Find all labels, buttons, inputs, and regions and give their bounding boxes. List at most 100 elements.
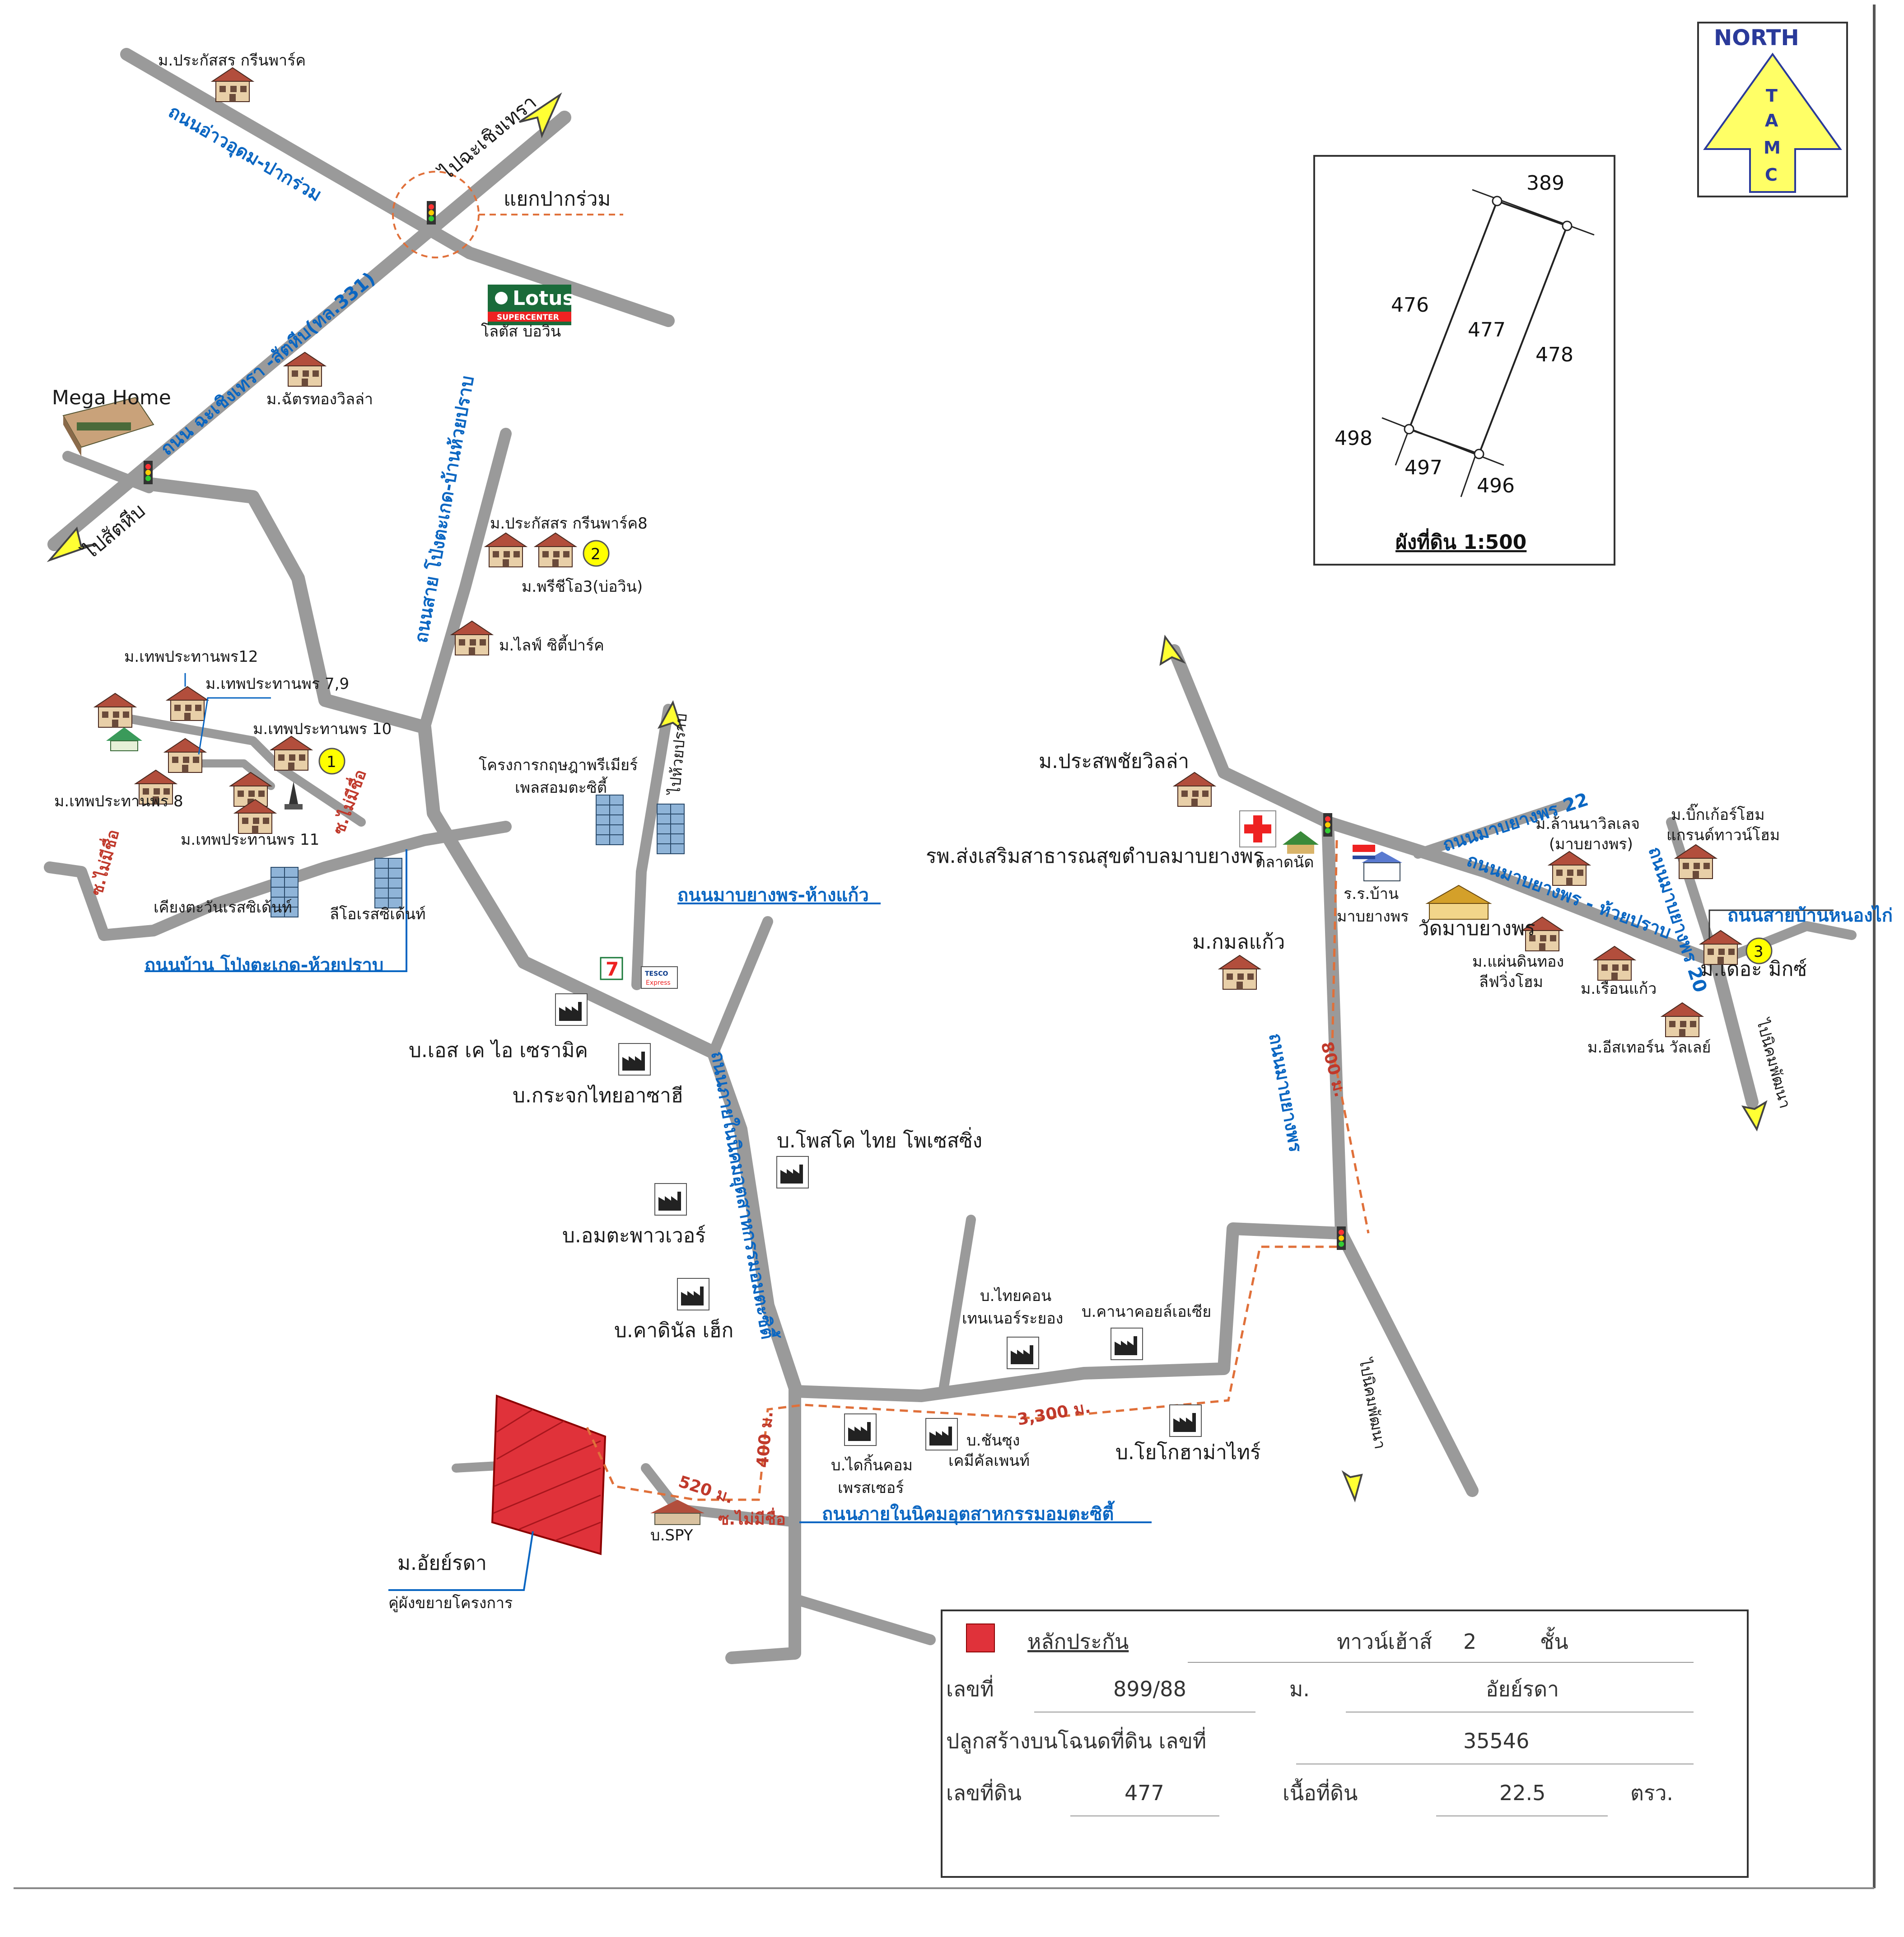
- road-network: [44, 48, 1857, 1664]
- factory-cardinal-icon: [677, 1278, 709, 1310]
- traffic-light-maptyang: [1337, 1226, 1346, 1250]
- road-uthum-pakruam: [120, 48, 675, 327]
- label-thep12: ม.เทพประทานพร12: [124, 648, 258, 666]
- label-cardinal: บ.คาดินัล เฮ็ก: [614, 1319, 733, 1342]
- parcel-label-478: 478: [1535, 343, 1573, 366]
- label-to-nikhom: ไปนิคมพัฒนา: [1355, 1356, 1389, 1450]
- popong-bottom-leader: [145, 849, 407, 972]
- label-yokohama: บ.โยโกฮาม่าไทร์: [1115, 1441, 1261, 1464]
- label-krisada1: โครงการกฤษฎาพรีเมียร์: [479, 756, 638, 774]
- road-thep-inner: [122, 714, 366, 827]
- direction-arrows: [47, 92, 1768, 1503]
- label-phaendin2: ลีฟวิ่งโฮม: [1479, 971, 1543, 991]
- label-road-highway: ถนน ฉะเชิงเทรา -สัตหีบ(ทล.331): [157, 268, 379, 460]
- arrow-nikhom-icon: [1341, 1470, 1363, 1503]
- label-soi-no-name2: ซ.ไม่มีชื่อ: [85, 827, 123, 898]
- label-amata-power: บ.อมตะพาวเวอร์: [562, 1224, 706, 1247]
- house-prakassorn8-b-icon: [535, 533, 576, 567]
- label-spy: บ.SPY: [650, 1526, 693, 1544]
- house-prasob-icon: [1174, 772, 1215, 807]
- road-mega-spur: [62, 451, 154, 493]
- tesco-express-logo: TESCO Express: [641, 966, 678, 989]
- label-market: ตลาดนัด: [1255, 853, 1314, 871]
- legend-area-unit: ตรว.: [1630, 1781, 1673, 1805]
- traffic-light-mega: [144, 461, 153, 484]
- arrow-chachoengsao-icon: [518, 92, 562, 139]
- factory-thaicon-icon: [1007, 1337, 1039, 1369]
- legend-deed-label: ปลูกสร้างบนโฉนดที่ดิน เลขที่: [946, 1726, 1206, 1754]
- label-siangtawan: เคียงตะวันเรสซิเด้นท์: [154, 898, 292, 917]
- label-wat: วัดมาบยางพร: [1418, 917, 1535, 940]
- label-thaicon2: เทนเนอร์ระยอง: [962, 1310, 1063, 1328]
- badge-1: 1: [318, 748, 345, 775]
- house-ruankaew-icon: [1594, 946, 1635, 981]
- label-school1: ร.ร.บ้าน: [1344, 885, 1399, 903]
- house-thep79-icon: [164, 738, 206, 773]
- soi-labels: ซ.ไม่มีชื่อ ซ.ไม่มีชื่อ ซ.ไม่มีชื่อ: [85, 766, 785, 1529]
- traffic-light-hospital: [1323, 813, 1332, 837]
- label-dist-520: 520 ม.: [676, 1473, 736, 1508]
- legend-land-value: 477: [1125, 1781, 1164, 1805]
- themix-arrow-leader: [1708, 909, 1834, 940]
- arrow-nikhom2-icon: [1741, 1100, 1768, 1132]
- seven-eleven-text: 7: [606, 958, 619, 980]
- road-popong-north: [419, 428, 512, 733]
- collateral-hatch: [493, 1408, 601, 1541]
- label-daikin2: เพรสเซอร์: [838, 1479, 904, 1497]
- label-dist-800: 800 ม.: [1317, 1040, 1349, 1099]
- park-icon: [106, 727, 142, 751]
- route-dashed-800: [1331, 840, 1370, 1234]
- svg-text:1: 1: [327, 753, 336, 771]
- hospital-cross-icon: [1239, 810, 1276, 847]
- legend-floors: 2: [1463, 1629, 1476, 1654]
- arrow-huaipap-icon: [657, 700, 684, 732]
- label-aidyada: ม.อัยย์รดา: [397, 1552, 487, 1575]
- label-thep79: ม.เทพประทานพร 7,9: [205, 675, 349, 693]
- place-labels: ม.ประกัสสร กรีนพาร์ค แยกปากร่วม โลตัส บ่…: [52, 51, 1807, 1612]
- road-maptyang-huaipap: [1321, 816, 1759, 1109]
- label-to-nikhom2: ไปนิคมพัฒนา: [1753, 1016, 1794, 1110]
- svg-text:2: 2: [591, 545, 601, 563]
- legend-area-label: เนื้อที่ดิน: [1283, 1778, 1358, 1805]
- factory-chunsung-icon: [925, 1418, 958, 1450]
- arrow-saphansi-icon: [1159, 634, 1186, 666]
- label-lanna1: ม.ล้านนาวิลเลจ: [1535, 815, 1640, 833]
- house-kamonkaew-icon: [1219, 955, 1260, 990]
- factory-sk-icon: [555, 993, 588, 1026]
- house-thep12-icon: [167, 686, 208, 721]
- label-road-hangkaew: ถนนมาบยางพร-ห้างแก้ว: [677, 885, 869, 906]
- badge-2: 2: [583, 540, 610, 567]
- factory-daikin-icon: [844, 1413, 877, 1446]
- label-thep11: ม.เทพประทานพร 11: [181, 831, 319, 849]
- label-pakruam: แยกปากร่วม: [504, 187, 611, 211]
- label-soi-no-name: ซ.ไม่มีชื่อ: [718, 1507, 786, 1529]
- label-krisada2: เพลสอมตะซิตี้: [515, 777, 608, 797]
- label-mega-home: Mega Home: [52, 386, 171, 409]
- plan-caption: ผังที่ดิน 1:500: [1395, 528, 1526, 554]
- house-eastern-icon: [1661, 1002, 1703, 1037]
- parcel-label-497: 497: [1405, 456, 1442, 479]
- market-icon: [1283, 831, 1319, 854]
- tesco-text: TESCO: [645, 970, 668, 978]
- house-thep10-icon: [271, 736, 312, 771]
- collateral-legend: หลักประกัน ทาวน์เฮ้าส์ 2 ชั้น เลขที่ 899…: [941, 1609, 1749, 1878]
- label-to-chachoengsao: ไปฉะเชิงเทรา: [434, 91, 541, 186]
- road-highway-331: [47, 111, 571, 551]
- condo-krisada-b-icon: [657, 804, 685, 854]
- road-aidyada-west: [452, 1461, 501, 1473]
- label-lifecity: ม.ไลฟ์ ซิตี้ปาร์ค: [499, 634, 604, 655]
- label-eastern: ม.อีสเทอร์น วัลเลย์: [1587, 1039, 1711, 1057]
- label-bigger1: ม.บิ๊กเก้อร์โฮม: [1671, 803, 1765, 824]
- label-school2: มาบยางพร: [1337, 908, 1409, 926]
- label-bigger2: แกรนด์ทาวน์โฮม: [1666, 826, 1780, 844]
- traffic-light-pakruam: [427, 201, 436, 225]
- label-kamonkaew: ม.กมลแก้ว: [1192, 931, 1285, 954]
- lotus-sub-text: SUPERCENTER: [497, 313, 559, 322]
- parcel-label-496: 496: [1477, 474, 1515, 497]
- parcel-label-477: 477: [1468, 318, 1506, 342]
- legend-type-label: ทาวน์เฮ้าส์: [1337, 1629, 1432, 1654]
- label-posco: บ.โพสโค ไทย โพเซสซิ่ง: [777, 1127, 982, 1152]
- lotus-logo-text: Lotus: [513, 287, 574, 310]
